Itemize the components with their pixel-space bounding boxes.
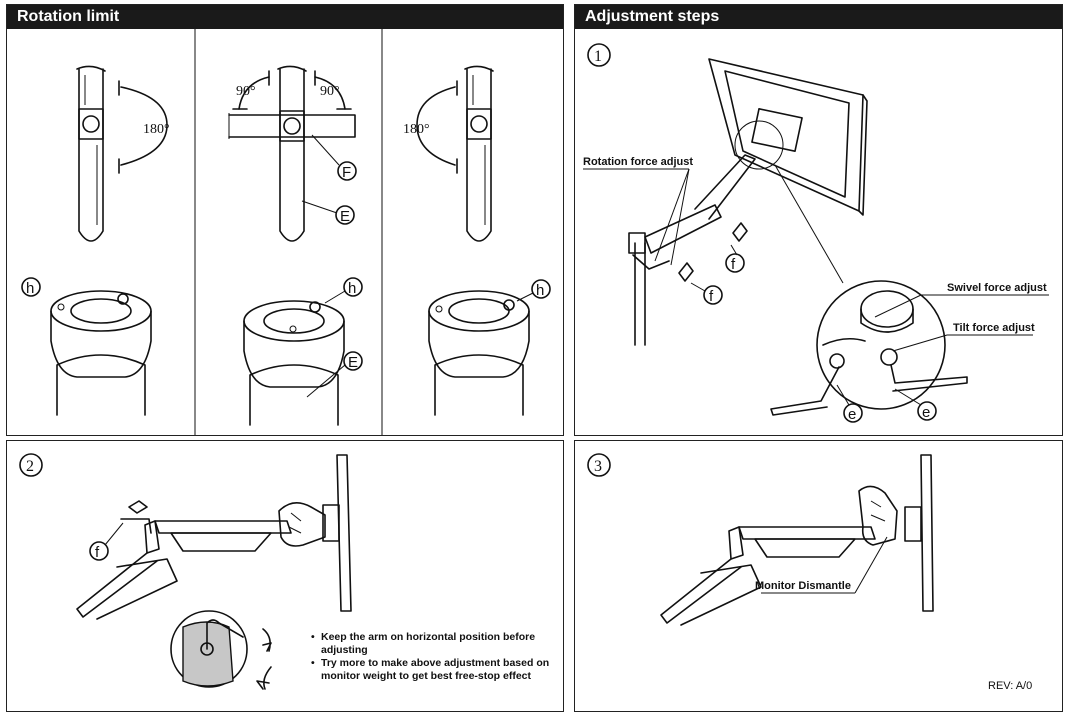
arm-side <box>76 502 326 620</box>
rotation-limit-title: Rotation limit <box>7 5 563 29</box>
hub-detail-left: h <box>21 277 152 416</box>
step-two-badge <box>19 453 43 477</box>
part-f-label: f <box>709 288 714 305</box>
monitor-back <box>708 58 868 216</box>
rotation-arc-right: 180° <box>403 80 458 174</box>
rotation-arc-left: 180° <box>118 80 170 174</box>
part-h-label: h <box>536 282 544 299</box>
part-e-label: e <box>848 406 856 423</box>
part-E-callout: E <box>301 200 355 225</box>
angle-label-middle-right: 90° <box>320 84 340 99</box>
monitor-side <box>322 454 352 612</box>
rotation-arc-middle: 90° 90° <box>232 70 352 110</box>
zoom-detail: Swivel force adjust Tilt force adjust <box>770 164 1049 416</box>
adjustment-steps-panel: Adjustment steps 1 f <box>574 4 1063 436</box>
hub-detail-middle: h E <box>243 277 363 426</box>
hex-key-e-left: e <box>836 384 863 423</box>
hex-key-f-lower: f <box>678 262 723 305</box>
step-three-label: 3 <box>594 458 602 475</box>
arm-top-view-right <box>464 65 494 242</box>
hub-detail-right: h <box>428 279 551 416</box>
part-h-label: h <box>348 280 356 297</box>
tilt-force-adjust-label: Tilt force adjust <box>953 322 1035 334</box>
rotation-force-callout: Rotation force adjust <box>583 156 693 266</box>
gas-spring-arm <box>628 154 756 346</box>
part-e-label: e <box>922 404 930 421</box>
adjustment-steps-title: Adjustment steps <box>575 5 1062 29</box>
hex-key-e-right: e <box>894 388 937 421</box>
part-h-label: h <box>26 280 34 297</box>
step-three-badge <box>587 453 611 477</box>
hub-adjust-detail <box>170 610 272 690</box>
part-f-label: f <box>95 544 100 561</box>
hex-key-f-upper: f <box>725 222 748 273</box>
part-f-label: f <box>731 256 736 273</box>
step-two-diagram: 2 f <box>19 453 352 690</box>
angle-label-middle-left: 90° <box>236 84 256 99</box>
part-E-badge <box>343 351 363 371</box>
step-three-diagram: 3 Monitor Dismantle <box>587 453 934 626</box>
part-h-badge <box>531 279 551 299</box>
part-h-badge <box>21 277 41 297</box>
step-one-diagram: 1 f f <box>583 43 1049 423</box>
step-three-panel: 3 Monitor Dismantle <box>574 440 1063 712</box>
step-two-label: 2 <box>26 458 34 475</box>
part-E-label: E <box>340 208 350 225</box>
part-F-callout: F <box>311 134 357 181</box>
part-E-label: E <box>348 354 358 371</box>
step-one-badge <box>587 43 611 67</box>
rotation-force-adjust-label: Rotation force adjust <box>583 156 693 168</box>
part-F-label: F <box>342 164 351 181</box>
swivel-force-adjust-label: Swivel force adjust <box>947 282 1047 294</box>
step-one-label: 1 <box>594 48 602 65</box>
monitor-dismantle-callout: Monitor Dismantle <box>755 536 888 594</box>
step-two-panel: 2 f Keep t <box>6 440 564 712</box>
angle-label-right: 180° <box>403 122 430 137</box>
angle-label-left: 180° <box>143 122 170 137</box>
revision-label: REV: A/0 <box>988 680 1033 692</box>
note-item: Keep the arm on horizontal position befo… <box>311 631 563 657</box>
rotation-limit-panel: Rotation limit 180° h <box>6 4 564 436</box>
arm-top-view-middle <box>228 65 356 242</box>
part-h-badge <box>343 277 363 297</box>
note-item: Try more to make above adjustment based … <box>311 657 563 683</box>
monitor-dismantle-label: Monitor Dismantle <box>755 580 851 592</box>
rotation-limit-diagram: 180° h 90° 90 <box>21 29 551 435</box>
monitor-side-step3 <box>904 454 934 612</box>
arm-top-view-left <box>76 65 106 242</box>
adjustment-notes: Keep the arm on horizontal position befo… <box>311 631 563 683</box>
hex-key-f-step2: f <box>89 500 152 561</box>
arm-side-step3 <box>660 485 898 626</box>
